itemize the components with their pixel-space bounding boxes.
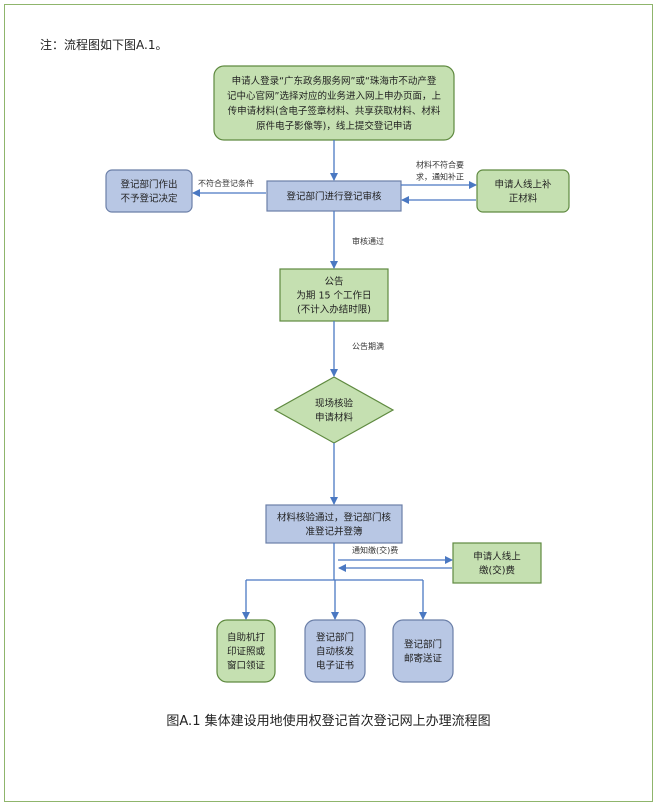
text-line: 窗口领证 bbox=[227, 660, 266, 672]
text-line: 自动核发 bbox=[316, 646, 355, 658]
text-line: 印证照或 bbox=[227, 646, 266, 658]
node-mail bbox=[392, 619, 454, 683]
node-supplement bbox=[476, 169, 570, 213]
text-line: 电子证书 bbox=[316, 660, 355, 672]
node-reject bbox=[105, 169, 193, 213]
text-line: 正材料 bbox=[509, 193, 538, 205]
text-line: 邮寄送证 bbox=[404, 653, 443, 665]
node-verify-text: 现场核验申请材料 bbox=[315, 398, 354, 424]
node-pay-text: 申请人线上缴(交)费 bbox=[473, 551, 521, 577]
node-review-text: 登记部门进行登记审核 bbox=[286, 191, 382, 203]
label-passed: 审核通过 bbox=[352, 236, 384, 246]
node-approve bbox=[265, 504, 403, 544]
text-line: 记中心官网”选择对应的业务进入网上申办页面，上 bbox=[227, 90, 441, 102]
text-line: 现场核验 bbox=[315, 398, 354, 410]
text-line: 申请人线上 bbox=[473, 551, 521, 563]
node-e-cert-text: 登记部门自动核发电子证书 bbox=[316, 632, 355, 672]
text-line: 缴(交)费 bbox=[479, 565, 515, 577]
node-approve-text: 材料核验通过，登记部门核准登记并登簿 bbox=[277, 512, 392, 538]
node-self-print-text: 自助机打印证照或窗口领证 bbox=[227, 632, 266, 672]
node-pay bbox=[452, 542, 542, 584]
node-self-print bbox=[216, 619, 276, 683]
text-line: 申请人登录“广东政务服务网”或“珠海市不动产登 bbox=[232, 75, 437, 87]
node-review bbox=[266, 180, 402, 212]
text-line: 申请人线上补 bbox=[494, 179, 552, 191]
figure-caption: 图A.1 集体建设用地使用权登记首次登记网上办理流程图 bbox=[166, 714, 491, 729]
text-line: 登记部门进行登记审核 bbox=[286, 191, 382, 203]
text-line: 登记部门 bbox=[316, 632, 354, 644]
text-line: 求，通知补正 bbox=[416, 172, 464, 182]
node-reject-text: 登记部门作出不予登记决定 bbox=[120, 179, 178, 205]
node-mail-text: 登记部门邮寄送证 bbox=[404, 639, 443, 665]
text-line: 准登记并登簿 bbox=[305, 526, 363, 538]
text-line: 为期 15 个工作日 bbox=[296, 290, 371, 302]
node-announce-text: 公告为期 15 个工作日 (不计入办结时限) bbox=[296, 276, 371, 316]
text-line: 登记部门作出 bbox=[120, 179, 177, 191]
label-material-issue: 材料不符合要求，通知补正 bbox=[416, 160, 464, 182]
node-apply-online-text: 申请人登录“广东政务服务网”或“珠海市不动产登记中心官网”选择对应的业务进入网上… bbox=[227, 75, 441, 132]
text-line: 申请材料 bbox=[315, 412, 354, 424]
text-line: 材料不符合要 bbox=[416, 160, 464, 170]
text-line: 登记部门 bbox=[404, 639, 442, 651]
text-line: 材料核验通过，登记部门核 bbox=[277, 512, 392, 524]
node-e-cert bbox=[304, 619, 366, 683]
text-line: 公告 bbox=[324, 276, 343, 288]
text-line: (不计入办结时限) bbox=[297, 304, 371, 316]
label-notify-pay: 通知缴(交)费 bbox=[352, 545, 398, 555]
note-text: 注：流程图如下图A.1。 bbox=[40, 38, 168, 52]
node-supplement-text: 申请人线上补正材料 bbox=[494, 179, 552, 205]
node-verify bbox=[273, 376, 395, 444]
text-line: 原件电子影像等)，线上提交登记申请 bbox=[256, 120, 412, 132]
label-announce-done: 公告期满 bbox=[352, 341, 384, 351]
label-not-met: 不符合登记条件 bbox=[198, 178, 254, 188]
node-announce bbox=[279, 268, 389, 322]
text-line: 不予登记决定 bbox=[120, 193, 178, 205]
text-line: 传申请材料(含电子签章材料、共享获取材料、材料 bbox=[228, 105, 441, 117]
text-line: 自助机打 bbox=[227, 632, 266, 644]
